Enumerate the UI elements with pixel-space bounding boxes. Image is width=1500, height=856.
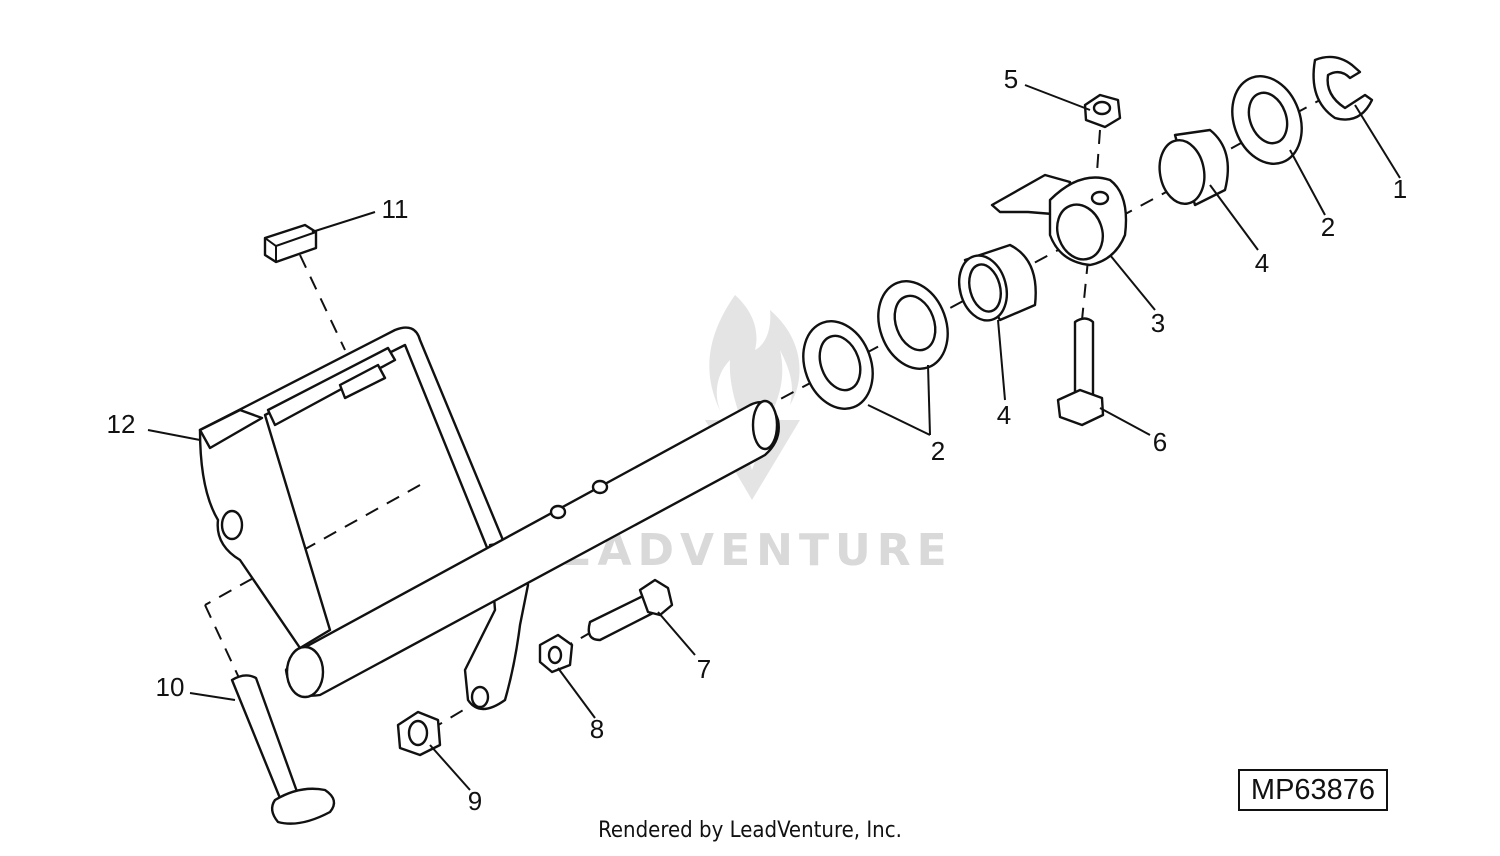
retaining-ring-part [1312, 55, 1374, 121]
callout-4-right: 4 [1255, 248, 1269, 278]
leader-lines [147, 84, 1401, 791]
callout-7: 7 [697, 654, 711, 684]
figure-id-label: MP63876 [1238, 769, 1388, 811]
callout-10: 10 [156, 672, 185, 702]
callout-8: 8 [590, 714, 604, 744]
steering-arm-part [990, 173, 1128, 267]
callout-3: 3 [1151, 308, 1165, 338]
bushing-right-part [1158, 128, 1229, 207]
thrust-washers-part [802, 280, 949, 410]
cap-nut-part [263, 223, 318, 264]
callout-5: 5 [1004, 64, 1018, 94]
flange-nut-part [396, 710, 442, 757]
callout-2-left: 2 [931, 436, 945, 466]
hex-bolt-part [587, 578, 674, 642]
hex-nut-part [538, 633, 574, 674]
carriage-bolt-part [230, 674, 336, 825]
callout-9: 9 [468, 786, 482, 816]
footer-credit: Rendered by LeadVenture, Inc. [598, 818, 902, 843]
callout-1: 1 [1393, 174, 1407, 204]
flange-bolt-part [1056, 317, 1105, 427]
callout-2-right: 2 [1321, 212, 1335, 242]
callout-labels: 1 2 2 3 4 4 5 6 7 8 9 10 11 12 [107, 64, 1408, 816]
watermark-flame-icon [709, 295, 800, 455]
axle-shaft-part [284, 399, 780, 699]
callout-11: 11 [382, 194, 409, 224]
callout-6: 6 [1153, 427, 1167, 457]
bushing-left-part [957, 243, 1037, 322]
callout-12: 12 [107, 409, 136, 439]
top-flange-nut-part [1083, 93, 1122, 129]
thrust-washer-right-part [1231, 75, 1303, 165]
callout-4-left: 4 [997, 400, 1011, 430]
